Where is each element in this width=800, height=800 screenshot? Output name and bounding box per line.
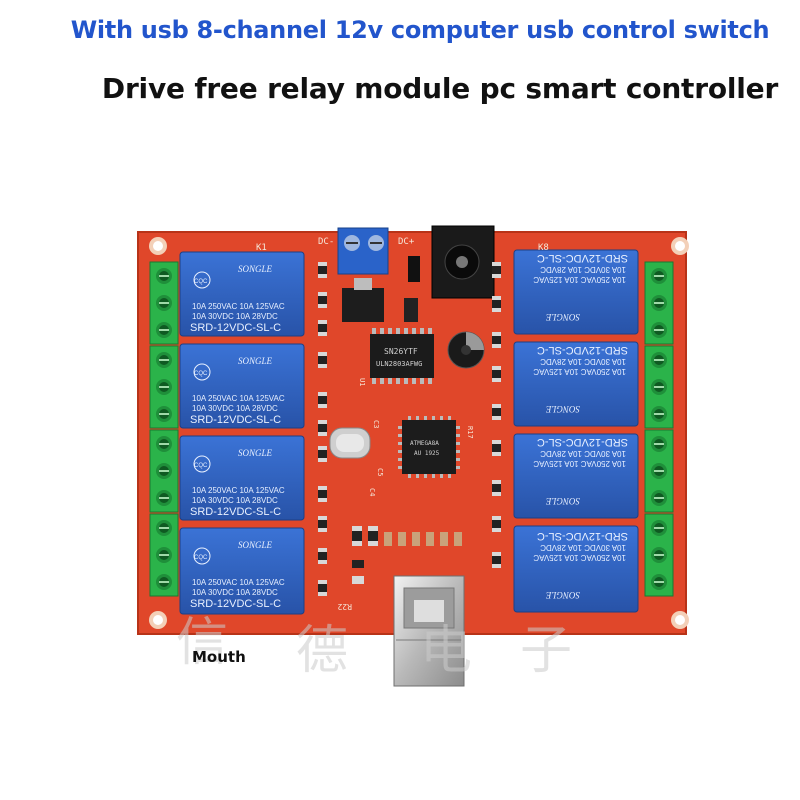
- svg-text:DC+: DC+: [398, 237, 415, 247]
- svg-text:信: 信: [176, 613, 228, 673]
- svg-text:SONGLE: SONGLE: [545, 404, 580, 414]
- svg-text:AU 1925: AU 1925: [414, 450, 440, 457]
- svg-text:C5: C5: [376, 468, 384, 476]
- svg-text:SONGLE: SONGLE: [238, 264, 273, 274]
- svg-text:SRD-12VDC-SL-C: SRD-12VDC-SL-C: [190, 414, 281, 426]
- svg-text:SONGLE: SONGLE: [545, 590, 580, 600]
- svg-text:SRD-12VDC-SL-C: SRD-12VDC-SL-C: [537, 252, 628, 264]
- svg-text:SONGLE: SONGLE: [545, 496, 580, 506]
- svg-text:10A 30VDC 10A 28VDC: 10A 30VDC 10A 28VDC: [192, 588, 278, 597]
- svg-text:CQC: CQC: [194, 555, 208, 561]
- svg-text:SRD-12VDC-SL-C: SRD-12VDC-SL-C: [537, 530, 628, 542]
- svg-text:SRD-12VDC-SL-C: SRD-12VDC-SL-C: [537, 436, 628, 448]
- svg-text:10A 30VDC 10A 28VDC: 10A 30VDC 10A 28VDC: [192, 312, 278, 321]
- svg-text:C4: C4: [368, 488, 376, 496]
- svg-text:ULN2803AFWG: ULN2803AFWG: [376, 360, 422, 368]
- svg-text:10A 250VAC 10A 125VAC: 10A 250VAC 10A 125VAC: [533, 275, 626, 284]
- svg-text:CQC: CQC: [194, 371, 208, 377]
- svg-text:10A 250VAC 10A 125VAC: 10A 250VAC 10A 125VAC: [533, 553, 626, 562]
- svg-text:10A 250VAC 10A 125VAC: 10A 250VAC 10A 125VAC: [192, 394, 285, 403]
- svg-text:10A 30VDC 10A 28VDC: 10A 30VDC 10A 28VDC: [192, 404, 278, 413]
- svg-text:10A 30VDC 10A 28VDC: 10A 30VDC 10A 28VDC: [540, 357, 626, 366]
- svg-text:10A 250VAC 10A 125VAC: 10A 250VAC 10A 125VAC: [192, 486, 285, 495]
- svg-text:SONGLE: SONGLE: [238, 540, 273, 550]
- svg-text:K1: K1: [256, 243, 267, 253]
- svg-text:U1: U1: [358, 378, 366, 386]
- svg-text:C3: C3: [372, 420, 380, 428]
- svg-text:SRD-12VDC-SL-C: SRD-12VDC-SL-C: [537, 344, 628, 356]
- svg-text:SRD-12VDC-SL-C: SRD-12VDC-SL-C: [190, 598, 281, 610]
- svg-text:CQC: CQC: [194, 279, 208, 285]
- svg-text:10A 30VDC 10A 28VDC: 10A 30VDC 10A 28VDC: [540, 265, 626, 274]
- svg-text:SRD-12VDC-SL-C: SRD-12VDC-SL-C: [190, 322, 281, 334]
- svg-text:10A 250VAC 10A 125VAC: 10A 250VAC 10A 125VAC: [192, 578, 285, 587]
- svg-text:ATMEGA8A: ATMEGA8A: [410, 440, 439, 447]
- svg-text:CQC: CQC: [194, 463, 208, 469]
- headline-title: With usb 8-channel 12v computer usb cont…: [70, 16, 770, 44]
- svg-text:SRD-12VDC-SL-C: SRD-12VDC-SL-C: [190, 506, 281, 518]
- svg-text:德: 德: [296, 621, 348, 681]
- svg-text:10A 250VAC 10A 125VAC: 10A 250VAC 10A 125VAC: [533, 459, 626, 468]
- headline-subtitle: Drive free relay module pc smart control…: [101, 72, 779, 105]
- svg-text:电: 电: [420, 621, 472, 681]
- svg-text:10A 250VAC 10A 125VAC: 10A 250VAC 10A 125VAC: [192, 302, 285, 311]
- svg-text:SONGLE: SONGLE: [238, 448, 273, 458]
- svg-text:K8: K8: [538, 243, 549, 253]
- caption-mouth: Mouth: [192, 648, 246, 666]
- svg-text:R17: R17: [466, 426, 474, 439]
- svg-text:10A 30VDC 10A 28VDC: 10A 30VDC 10A 28VDC: [540, 543, 626, 552]
- svg-text:子: 子: [520, 621, 572, 681]
- svg-text:10A 30VDC 10A 28VDC: 10A 30VDC 10A 28VDC: [540, 449, 626, 458]
- svg-text:10A 30VDC 10A 28VDC: 10A 30VDC 10A 28VDC: [192, 496, 278, 505]
- svg-text:SONGLE: SONGLE: [545, 312, 580, 322]
- svg-text:10A 250VAC 10A 125VAC: 10A 250VAC 10A 125VAC: [533, 367, 626, 376]
- svg-text:SN26YTF: SN26YTF: [384, 347, 418, 356]
- svg-text:R22: R22: [337, 602, 352, 611]
- svg-text:SONGLE: SONGLE: [238, 356, 273, 366]
- svg-text:DC-: DC-: [318, 237, 334, 247]
